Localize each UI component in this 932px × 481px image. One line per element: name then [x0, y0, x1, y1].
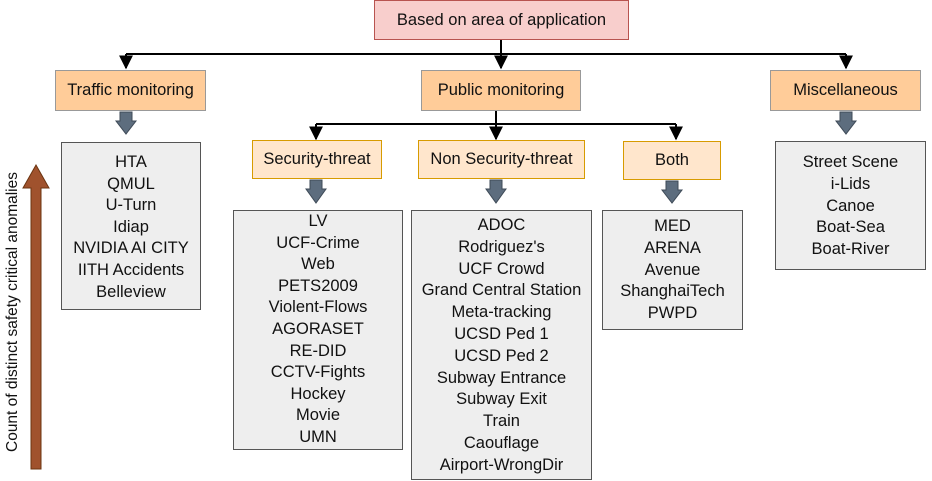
list-item: Meta-tracking [451, 303, 552, 322]
list-item: NVIDIA AI CITY [73, 239, 189, 258]
list-item: PETS2009 [278, 276, 358, 295]
list-item: RE-DID [289, 341, 347, 360]
list-item: Train [483, 412, 520, 431]
axis-arrow [22, 163, 50, 470]
category-miscellaneous: Miscellaneous [770, 70, 921, 111]
list-item: Violent-Flows [268, 298, 368, 317]
list-item: U-Turn [105, 196, 157, 215]
subcategory-both: Both [623, 141, 721, 180]
list-item: UCSD Ped 1 [454, 324, 549, 343]
block-arrow-security [305, 179, 327, 204]
block-arrow-traffic [114, 111, 138, 135]
block-arrow-both [660, 180, 684, 204]
list-item: Web [301, 255, 335, 274]
list-item: IITH Accidents [77, 260, 185, 279]
category-public-monitoring: Public monitoring [421, 70, 581, 111]
dataset-list-traffic: HTA QMUL U-Turn Idiap NVIDIA AI CITY IIT… [61, 142, 201, 310]
list-item: Subway Entrance [436, 368, 567, 387]
subcategory-non-security-threat: Non Security-threat [418, 140, 585, 179]
list-item: Hockey [290, 384, 346, 403]
list-item: Idiap [113, 217, 149, 236]
subcategory-label: Security-threat [263, 150, 371, 169]
list-item: Street Scene [802, 153, 899, 171]
public-monitoring-connector [309, 110, 683, 141]
list-item: Canoe [826, 196, 875, 215]
root-connector [119, 40, 853, 70]
list-item: QMUL [107, 174, 155, 193]
category-label: Traffic monitoring [67, 81, 194, 100]
dataset-list-security-threat: LV UCF-Crime Web PETS2009 Violent-Flows … [233, 210, 403, 450]
dataset-list-miscellaneous: Street Scene i-Lids Canoe Boat-Sea Boat-… [775, 141, 926, 270]
list-item: AGORASET [272, 319, 364, 338]
list-item: HTA [115, 153, 147, 171]
list-item: Airport-WrongDir [439, 455, 564, 474]
category-traffic-monitoring: Traffic monitoring [55, 70, 206, 111]
list-item: i-Lids [830, 174, 871, 193]
category-label: Miscellaneous [793, 81, 898, 100]
root-node: Based on area of application [374, 0, 629, 40]
list-item: UCSD Ped 2 [454, 346, 549, 365]
subcategory-label: Non Security-threat [430, 150, 573, 169]
list-item: UCF-Crime [276, 233, 360, 252]
category-label: Public monitoring [437, 81, 565, 100]
list-item: UMN [299, 427, 337, 446]
list-item: CCTV-Fights [270, 363, 366, 382]
list-item: Rodriguez's [458, 237, 545, 256]
list-item: Grand Central Station [421, 281, 582, 300]
list-item: UCF Crowd [458, 259, 545, 278]
subcategory-security-threat: Security-threat [252, 140, 382, 179]
list-item: MED [654, 217, 691, 235]
list-item: Avenue [644, 260, 701, 279]
list-item: LV [308, 212, 328, 230]
block-arrow-nonsecurity [485, 179, 507, 204]
list-item: Boat-Sea [816, 218, 885, 237]
subcategory-label: Both [655, 151, 689, 170]
list-item: Belleview [96, 282, 166, 301]
list-item: Boat-River [811, 240, 890, 259]
root-label: Based on area of application [396, 10, 607, 29]
list-item: ADOC [477, 216, 526, 234]
list-item: ShanghaiTech [620, 282, 725, 301]
block-arrow-misc [834, 111, 858, 135]
list-item: Caouflage [463, 433, 540, 452]
list-item: Subway Exit [456, 390, 547, 409]
list-item: ARENA [644, 238, 701, 257]
block-arrows [114, 111, 858, 204]
axis-label: Count of distinct safety critical anomal… [4, 172, 21, 452]
list-item: Movie [295, 406, 340, 425]
list-item: PWPD [647, 304, 698, 323]
dataset-list-non-security-threat: ADOC Rodriguez's UCF Crowd Grand Central… [411, 210, 592, 480]
dataset-list-both: MED ARENA Avenue ShanghaiTech PWPD [602, 210, 743, 330]
